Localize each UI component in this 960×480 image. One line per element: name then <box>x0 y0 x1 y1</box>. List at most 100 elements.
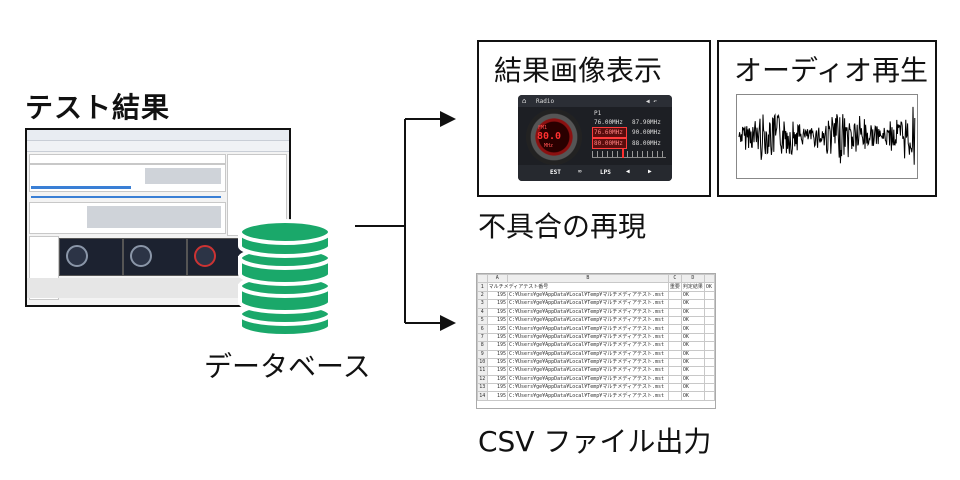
col-letter: D <box>680 274 705 284</box>
cell-imp <box>667 383 682 393</box>
cell-imp <box>667 357 682 368</box>
cell-num: 195 <box>486 290 509 301</box>
header-cell: 重要 <box>667 282 682 292</box>
back-icon: ◀ ↶ <box>646 98 657 105</box>
cell-res: OK <box>680 307 705 317</box>
next-icon[interactable]: ▶ <box>648 168 652 175</box>
cell-blank <box>703 324 715 334</box>
cell-imp <box>667 324 682 334</box>
cell-blank <box>703 290 715 301</box>
cell-blank <box>703 349 715 359</box>
cell-res: OK <box>680 315 705 326</box>
lps-button[interactable]: LPS <box>600 169 611 176</box>
database-icon <box>238 219 332 338</box>
cell-res: OK <box>680 374 705 385</box>
cell-imp <box>667 374 682 385</box>
cell-path: C:¥Users¥ge¥AppData¥Local¥Temp¥マルチメディアテス… <box>507 374 669 385</box>
cell-num: 195 <box>486 341 509 351</box>
cell-rn: 10 <box>477 357 488 368</box>
cell-num: 195 <box>486 366 509 376</box>
cell-num: 195 <box>486 299 509 309</box>
prev-icon[interactable]: ◀ <box>626 168 630 175</box>
cell-path: C:¥Users¥ge¥AppData¥Local¥Temp¥マルチメディアテス… <box>507 324 669 334</box>
cell-path: C:¥Users¥ge¥AppData¥Local¥Temp¥マルチメディアテス… <box>507 332 669 343</box>
col-letter: A <box>486 274 509 284</box>
radio-display-unit: MHz <box>544 143 554 149</box>
image-display-label: 結果画像表示 <box>494 54 663 87</box>
cell-num: 195 <box>486 374 509 385</box>
waveform-icon <box>738 106 916 165</box>
cell-rn: 4 <box>477 307 488 317</box>
cell-res: OK <box>680 366 705 376</box>
home-icon: ⌂ <box>522 97 527 105</box>
radio-capture-1 <box>59 238 123 276</box>
app-toolbar <box>27 130 289 141</box>
arrow-right-icon <box>440 315 456 331</box>
radio-preset: P1 <box>594 110 602 117</box>
freq-left-1: 76.00MHz <box>594 119 623 126</box>
reproduce-label: 不具合の再現 <box>478 210 647 243</box>
cell-num: 195 <box>486 324 509 334</box>
cell-rn: 7 <box>477 332 488 343</box>
header-cell: マルチメディアテスト番号 <box>486 282 669 292</box>
cell-res: OK <box>680 391 705 401</box>
cell-blank <box>703 383 715 393</box>
cell-num: 195 <box>486 391 509 401</box>
cell-imp <box>667 290 682 301</box>
cell-path: C:¥Users¥ge¥AppData¥Local¥Temp¥マルチメディアテス… <box>507 391 669 401</box>
progress-line-1 <box>31 186 131 189</box>
est-button[interactable]: EST <box>550 169 561 176</box>
col-letter: C <box>667 274 682 284</box>
cell-blank <box>703 341 715 351</box>
cell-res: OK <box>680 349 705 359</box>
cell-blank <box>703 374 715 385</box>
header-cell: 判定結果 <box>680 282 705 292</box>
audio-playback-label: オーディオ再生 <box>734 54 929 87</box>
database-label: データベース <box>204 350 371 383</box>
radio-dial <box>526 109 582 165</box>
freq-right-1: 87.90MHz <box>632 119 661 126</box>
freq-left-2: 76.60MHz <box>594 129 623 136</box>
cell-num: 195 <box>486 332 509 343</box>
cell-rn: 8 <box>477 341 488 351</box>
cell-imp <box>667 341 682 351</box>
test-results-label: テスト結果 <box>25 91 171 124</box>
header-cell: OK <box>703 282 715 292</box>
cell-blank <box>703 357 715 368</box>
cell-res: OK <box>680 290 705 301</box>
cell-res: OK <box>680 299 705 309</box>
radio-capture-2 <box>123 238 187 276</box>
radio-title: Radio <box>536 98 555 105</box>
cell-rn: 12 <box>477 374 488 385</box>
cell-num: 195 <box>486 315 509 326</box>
settings-panel <box>29 154 226 164</box>
radio-button-bar: EST ∞ LPS ◀ ▶ <box>518 165 672 181</box>
freq-right-2: 90.00MHz <box>632 129 661 136</box>
cell-num: 195 <box>486 357 509 368</box>
tuning-scale <box>592 151 666 158</box>
cell-blank <box>703 391 715 401</box>
csv-output-label: CSV ファイル出力 <box>478 425 712 458</box>
cell-rn: 13 <box>477 383 488 393</box>
loop-icon[interactable]: ∞ <box>578 168 582 175</box>
col-letter: B <box>507 274 669 284</box>
cell-rn: 11 <box>477 366 488 376</box>
cell-res: OK <box>680 341 705 351</box>
column-letter-row: A B C D <box>477 274 715 284</box>
cell-path: C:¥Users¥ge¥AppData¥Local¥Temp¥マルチメディアテス… <box>507 315 669 326</box>
cell-path: C:¥Users¥ge¥AppData¥Local¥Temp¥マルチメディアテス… <box>507 299 669 309</box>
cell-res: OK <box>680 324 705 334</box>
status-area <box>27 278 289 298</box>
